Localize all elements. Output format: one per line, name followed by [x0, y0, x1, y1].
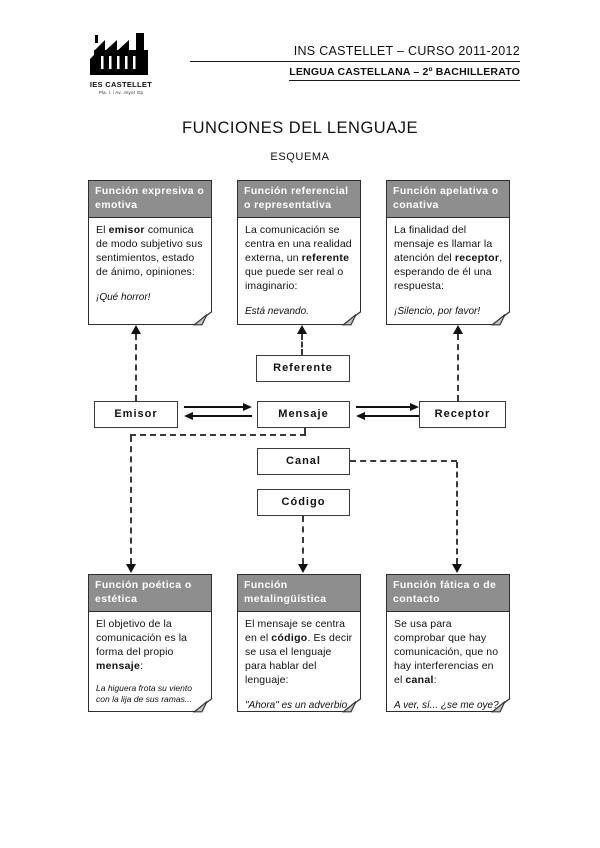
header-line-course: INS CASTELLET – CURSO 2011-2012 — [190, 44, 520, 62]
function-example: La higuera frota su viento con la lija d… — [96, 682, 192, 705]
function-description: La finalidad del mensaje es llamar la at… — [394, 224, 503, 292]
element-box-referente: Referente — [256, 355, 350, 382]
logo-subtext: Pla. l. i Av. Jnyor Gp — [98, 90, 144, 95]
function-description: El objetivo de la comunicación es la for… — [96, 618, 188, 672]
function-example: ¡Qué horror! — [96, 291, 151, 303]
page-title: FUNCIONES DEL LENGUAJE — [182, 119, 418, 137]
function-example: A ver, sí... ¿se me oye? — [394, 699, 499, 711]
function-box-fatica: Función fática o de contacto Se usa para… — [386, 574, 511, 713]
function-example: Está nevando. — [245, 305, 309, 317]
function-description: La comunicación se centra en una realida… — [245, 224, 352, 292]
function-box-poetica: Función poética o estética El objetivo d… — [88, 574, 213, 713]
header-line-subject: LENGUA CASTELLANA – 2º BACHILLERATO — [289, 66, 520, 81]
school-logo: IES CASTELLET Pla. l. i Av. Jnyor Gp — [84, 33, 158, 95]
folded-corner-icon — [490, 697, 511, 713]
function-box-referencial: Función referencial o representativa La … — [237, 180, 362, 326]
folded-corner-icon — [192, 310, 213, 326]
element-box-canal: Canal — [257, 448, 350, 475]
folded-corner-icon — [341, 310, 362, 326]
folded-corner-icon — [192, 697, 213, 713]
function-title: Función apelativa o conativa — [387, 181, 509, 219]
function-box-apelativa: Función apelativa o conativa La finalida… — [386, 180, 511, 326]
logo-name: IES CASTELLET — [89, 80, 153, 89]
function-description: El emisor comunica de modo subjetivo sus… — [96, 224, 203, 278]
element-box-emisor: Emisor — [94, 401, 178, 428]
function-description: Se usa para comprobar que hay comunicaci… — [394, 618, 499, 686]
function-box-metalinguistica: Función metalingüística El mensaje se ce… — [237, 574, 362, 713]
element-box-receptor: Receptor — [419, 401, 506, 428]
function-box-expresiva: Función expresiva o emotiva El emisor co… — [88, 180, 213, 326]
factory-logo-icon — [90, 33, 148, 75]
page-subtitle: ESQUEMA — [270, 151, 330, 163]
function-title: Función poética o estética — [89, 575, 211, 613]
function-description: El mensaje se centra en el código. Es de… — [245, 618, 353, 686]
folded-corner-icon — [341, 697, 362, 713]
header-block: INS CASTELLET – CURSO 2011-2012 LENGUA C… — [190, 44, 520, 81]
function-title: Función fática o de contacto — [387, 575, 509, 613]
function-example: ¡Silencio, por favor! — [394, 305, 481, 317]
element-box-mensaje: Mensaje — [257, 401, 350, 428]
function-example: "Ahora" es un adverbio — [245, 699, 348, 711]
function-title: Función referencial o representativa — [238, 181, 360, 219]
folded-corner-icon — [490, 310, 511, 326]
function-title: Función metalingüística — [238, 575, 360, 613]
function-title: Función expresiva o emotiva — [89, 181, 211, 219]
element-box-codigo: Código — [257, 489, 350, 516]
